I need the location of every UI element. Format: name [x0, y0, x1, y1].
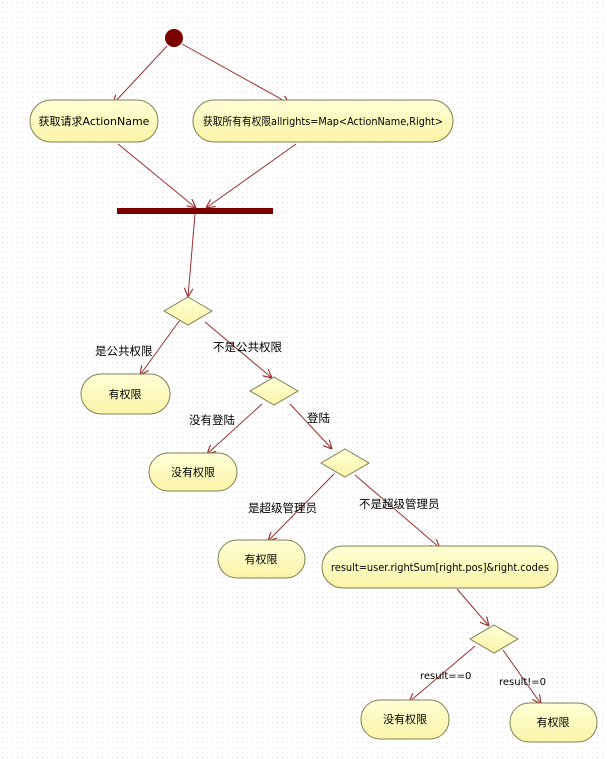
decision-is-public	[163, 296, 213, 326]
edge-public-no	[204, 321, 272, 378]
edge-super-admin-yes	[268, 473, 335, 541]
decision-logged-in	[249, 376, 299, 406]
guard-is-super-admin: 是超级管理员	[248, 501, 317, 515]
join-bar	[117, 208, 273, 214]
decision-result	[469, 624, 519, 654]
action-get-all-rights	[192, 99, 454, 143]
edge-public-yes	[140, 319, 181, 375]
label-result-nonzero-has-permission: 有权限	[537, 715, 570, 729]
label-super-admin-has-permission: 有权限	[245, 552, 278, 566]
edge-result-nonzero	[502, 649, 541, 704]
guard-not-super-admin: 不是超级管理员	[359, 497, 440, 511]
label-not-logged-in-no-permission: 没有权限	[171, 465, 215, 479]
guard-is-public: 是公共权限	[95, 344, 153, 358]
guard-result-eq-zero: result==0	[420, 671, 471, 682]
action-not-logged-in-no-permission	[148, 452, 238, 492]
label-get-action-name: 获取请求ActionName	[39, 115, 150, 128]
label-public-has-permission: 有权限	[109, 387, 142, 401]
edge-login-no	[207, 403, 263, 454]
guard-logged-in: 登陆	[307, 411, 330, 425]
action-result-nonzero-has-permission	[509, 702, 598, 743]
edge-start-to-all-rights	[181, 43, 290, 104]
edge-start-to-action-name	[113, 45, 168, 104]
edge-compute-to-decision	[456, 588, 489, 626]
edge-login-yes	[289, 403, 332, 449]
edge-super-admin-no	[354, 474, 440, 548]
edge-result-zero	[409, 645, 476, 702]
action-compute-result	[321, 545, 559, 589]
edge-action-name-to-bar	[117, 143, 196, 208]
guard-not-logged-in: 没有登陆	[189, 413, 235, 427]
action-result-zero-no-permission	[360, 699, 450, 740]
decision-super-admin	[320, 448, 370, 478]
action-super-admin-has-permission	[217, 539, 306, 579]
edge-all-rights-to-bar	[206, 143, 297, 208]
label-get-all-rights: 获取所有有权限allrights=Map<ActionName,Right>	[203, 114, 443, 128]
action-get-action-name	[29, 99, 159, 143]
edge-bar-to-decision-public	[188, 213, 196, 297]
label-result-zero-no-permission: 没有权限	[383, 712, 427, 726]
guard-result-ne-zero: result!=0	[499, 677, 546, 688]
guard-not-public: 不是公共权限	[213, 340, 282, 354]
start-node	[165, 29, 183, 47]
label-compute-result: result=user.rightSum[right.pos]&right.co…	[331, 561, 549, 574]
action-public-has-permission	[80, 373, 171, 415]
edges	[113, 43, 541, 704]
